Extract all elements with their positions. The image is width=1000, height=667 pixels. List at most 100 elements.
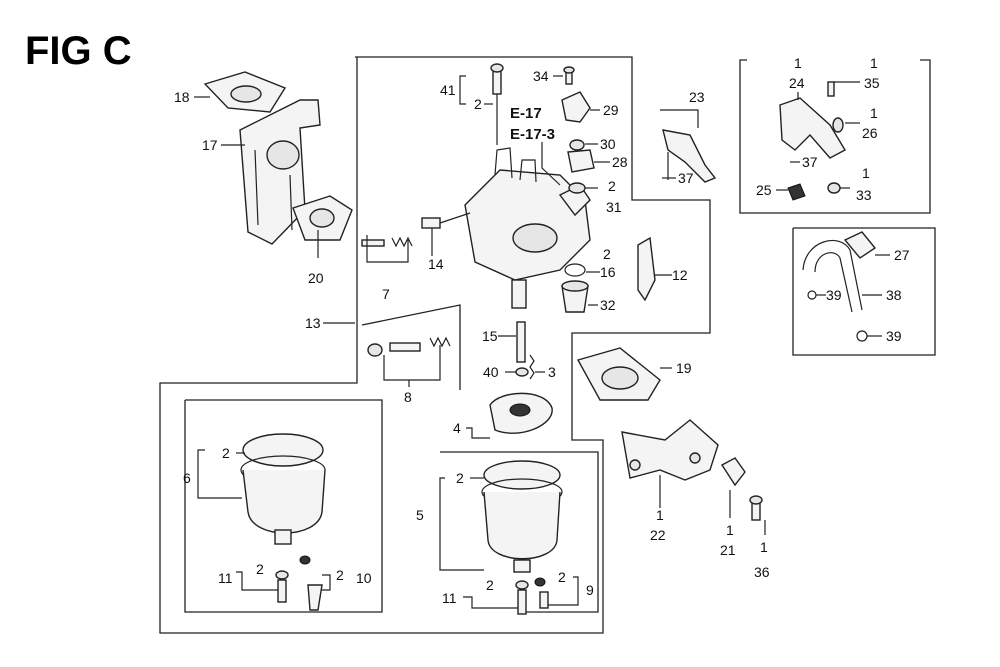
label-29: 29 bbox=[603, 102, 619, 118]
label-4: 4 bbox=[453, 420, 461, 436]
label-17: 17 bbox=[202, 137, 218, 153]
part-5-float-bowl-right bbox=[481, 460, 563, 573]
part-7-pilot-screw bbox=[361, 236, 413, 248]
label-2-g: 2 bbox=[336, 567, 344, 583]
label-33: 33 bbox=[856, 187, 872, 203]
label-2-d: 2 bbox=[222, 445, 230, 461]
label-36: 36 bbox=[754, 564, 770, 580]
part-25-spring bbox=[787, 183, 806, 201]
part-30-washer bbox=[569, 139, 585, 151]
part-27-clip bbox=[843, 231, 877, 259]
part-6-float-bowl-left bbox=[240, 433, 326, 545]
label-37-a: 37 bbox=[678, 170, 694, 186]
label-31: 31 bbox=[606, 199, 622, 215]
label-22: 22 bbox=[650, 527, 666, 543]
drain-bowl-frame-left bbox=[184, 399, 383, 613]
drain-bowl-frame-right bbox=[440, 451, 599, 613]
label-34: 34 bbox=[533, 68, 549, 84]
label-25: 25 bbox=[756, 182, 772, 198]
part-41-screw bbox=[490, 63, 504, 145]
part-39-clamp-a bbox=[807, 290, 817, 300]
label-1-f: 1 bbox=[726, 522, 734, 538]
part-26-washer bbox=[832, 117, 844, 133]
label-23: 23 bbox=[689, 89, 705, 105]
label-7: 7 bbox=[382, 286, 390, 302]
label-15: 15 bbox=[482, 328, 498, 344]
label-2-i: 2 bbox=[558, 569, 566, 585]
part-10-drain-screw-left bbox=[299, 555, 323, 611]
label-37-b: 37 bbox=[802, 154, 818, 170]
label-2-c: 2 bbox=[603, 246, 611, 262]
part-3-spring bbox=[529, 354, 535, 380]
label-30: 30 bbox=[600, 136, 616, 152]
part-8-screw-set bbox=[367, 336, 451, 357]
part-16-oring bbox=[564, 263, 586, 277]
label-1-b: 1 bbox=[870, 55, 878, 71]
label-13: 13 bbox=[305, 315, 321, 331]
leader-lines bbox=[194, 75, 890, 609]
part-29-cap bbox=[561, 91, 591, 123]
label-2-e: 2 bbox=[456, 470, 464, 486]
label-40: 40 bbox=[483, 364, 499, 380]
part-28-fitting bbox=[567, 149, 595, 173]
part-35-screw bbox=[827, 81, 835, 97]
right-hose-frame bbox=[792, 227, 936, 356]
label-6: 6 bbox=[183, 470, 191, 486]
label-2-f: 2 bbox=[256, 561, 264, 577]
label-e17: E-17 bbox=[510, 105, 542, 122]
label-11-b: 11 bbox=[442, 590, 457, 606]
label-10: 10 bbox=[356, 570, 372, 586]
part-39-clamp-b bbox=[856, 330, 868, 342]
label-11-a: 11 bbox=[218, 570, 233, 586]
part-19-gasket bbox=[576, 347, 661, 401]
label-32: 32 bbox=[600, 297, 616, 313]
label-14: 14 bbox=[428, 256, 444, 272]
label-21: 21 bbox=[720, 542, 736, 558]
label-26: 26 bbox=[862, 125, 878, 141]
label-28: 28 bbox=[612, 154, 628, 170]
main-group-frame bbox=[159, 56, 711, 634]
label-41: 41 bbox=[440, 82, 456, 98]
label-2-a: 2 bbox=[474, 96, 482, 112]
part-15-float-needle bbox=[516, 321, 526, 363]
label-5: 5 bbox=[416, 507, 424, 523]
part-13-carburetor-body bbox=[464, 147, 591, 309]
figure-title: FIG C bbox=[25, 29, 132, 73]
label-39-b: 39 bbox=[886, 328, 902, 344]
part-9-drain-screw-right bbox=[534, 577, 549, 609]
label-e17-3: E-17-3 bbox=[510, 126, 555, 143]
label-1-a: 1 bbox=[794, 55, 802, 71]
part-40-pin bbox=[515, 367, 529, 377]
part-18-gasket bbox=[203, 71, 287, 113]
part-31-washer bbox=[568, 182, 586, 194]
label-12: 12 bbox=[672, 267, 688, 283]
label-24: 24 bbox=[789, 75, 805, 91]
part-4-float bbox=[489, 392, 553, 434]
part-11-screw-right bbox=[515, 580, 529, 615]
label-27: 27 bbox=[894, 247, 910, 263]
label-19: 19 bbox=[676, 360, 692, 376]
right-top-frame bbox=[739, 59, 931, 214]
part-33-nut bbox=[827, 182, 841, 194]
label-2-b: 2 bbox=[608, 178, 616, 194]
label-8: 8 bbox=[404, 389, 412, 405]
label-16: 16 bbox=[600, 264, 616, 280]
label-1-c: 1 bbox=[870, 105, 878, 121]
part-21-clamp bbox=[720, 457, 746, 487]
label-20: 20 bbox=[308, 270, 324, 286]
part-32-main-jet bbox=[561, 280, 589, 313]
part-20-gasket bbox=[292, 195, 353, 241]
part-23-bracket bbox=[662, 129, 717, 183]
part-36-bolt bbox=[749, 495, 763, 521]
part-22-bracket bbox=[621, 419, 719, 481]
label-2-h: 2 bbox=[486, 577, 494, 593]
part-34-screw bbox=[563, 66, 575, 85]
label-1-g: 1 bbox=[760, 539, 768, 555]
part-14-jet bbox=[421, 212, 471, 229]
part-38-fuel-hose bbox=[802, 240, 863, 313]
label-38: 38 bbox=[886, 287, 902, 303]
part-24-lever bbox=[779, 97, 846, 159]
label-1-e: 1 bbox=[656, 507, 664, 523]
label-9: 9 bbox=[586, 582, 594, 598]
